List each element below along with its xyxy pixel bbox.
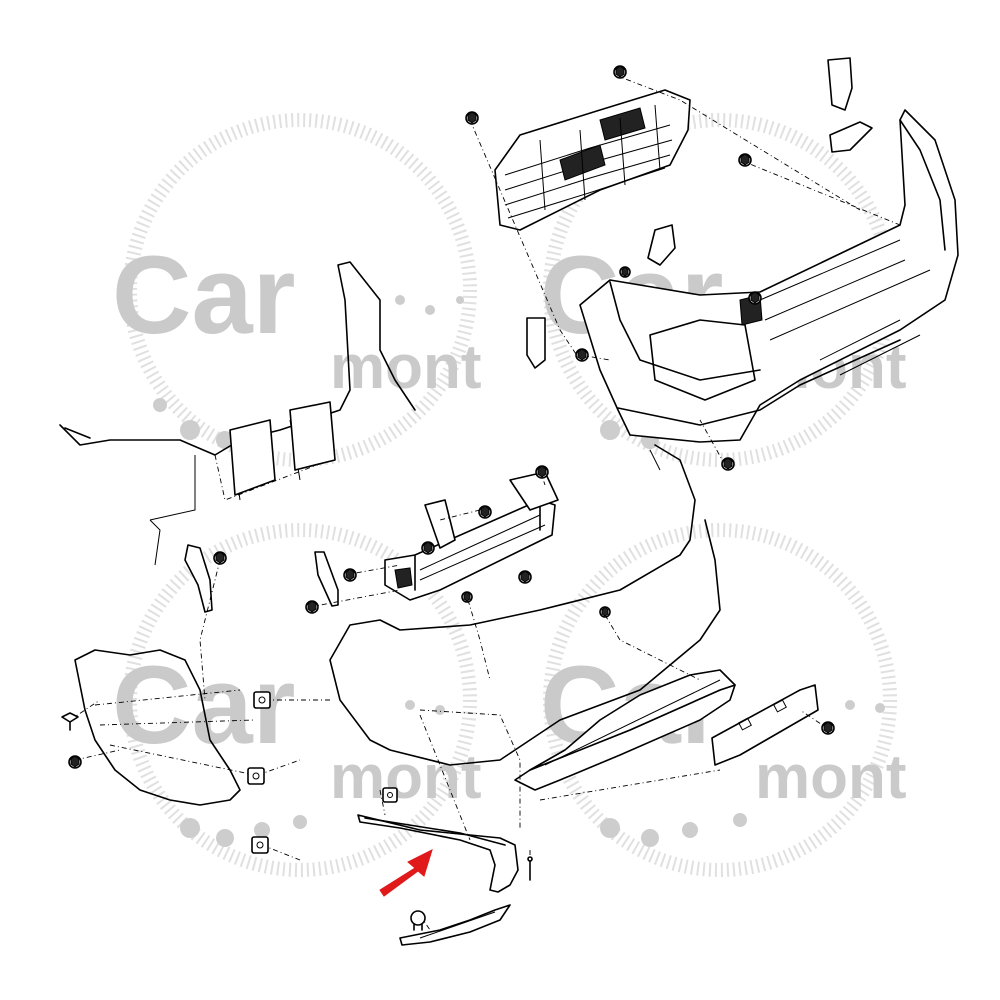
bolt-icon xyxy=(305,600,319,614)
clip-icon xyxy=(410,910,426,931)
watermark-4-dots xyxy=(600,700,885,847)
nut-icon xyxy=(251,836,269,854)
nut-icon xyxy=(253,691,271,709)
bolt-icon xyxy=(68,755,82,769)
red-arrow-icon xyxy=(379,849,433,897)
bolt-icon xyxy=(343,568,357,582)
bolt-icon xyxy=(518,570,532,584)
lower-bumper-cover xyxy=(329,444,721,766)
bolt-icon xyxy=(213,551,227,565)
clip-icon xyxy=(527,856,533,881)
bolt-icon xyxy=(613,65,627,79)
nut-icon xyxy=(247,767,265,785)
bolt-icon xyxy=(535,465,549,479)
watermark-4-mont: mont xyxy=(755,743,907,812)
bolt-icon xyxy=(478,505,492,519)
watermark-3-dots xyxy=(180,700,445,847)
lower-grille-spoiler xyxy=(514,669,736,791)
clip-icon xyxy=(61,712,79,731)
license-plate-bracket xyxy=(711,684,819,766)
bolt-icon xyxy=(461,591,473,603)
side-support-brackets xyxy=(184,544,339,613)
bolt-icon xyxy=(575,348,589,362)
bumper-retainer-brackets xyxy=(526,57,873,369)
bolt-icon xyxy=(599,606,611,618)
bolt-icon xyxy=(465,111,479,125)
bolt-icon xyxy=(421,541,435,555)
radiator-grille xyxy=(494,89,691,231)
front-bumper-lower-molding-extension xyxy=(399,904,511,946)
leader-lines xyxy=(69,74,901,931)
bolt-icon xyxy=(721,457,735,471)
bolt-icon xyxy=(748,291,762,305)
bolt-icon xyxy=(738,153,752,167)
bumper-upper-support xyxy=(59,261,416,566)
front-bumper-lower-side-molding xyxy=(357,814,519,893)
watermark-group: Car mont Car mont xyxy=(112,113,907,877)
bolt-icon xyxy=(821,721,835,735)
bolt-icon xyxy=(619,266,631,278)
watermark-1-mont: mont xyxy=(330,333,482,402)
bumper-reinforcement-beam xyxy=(384,471,559,601)
watermark-1-car: Car xyxy=(112,234,295,357)
fender-liner xyxy=(74,649,256,806)
fasteners xyxy=(61,65,835,931)
front-bumper-cover xyxy=(579,109,959,443)
nut-icon xyxy=(382,787,398,803)
